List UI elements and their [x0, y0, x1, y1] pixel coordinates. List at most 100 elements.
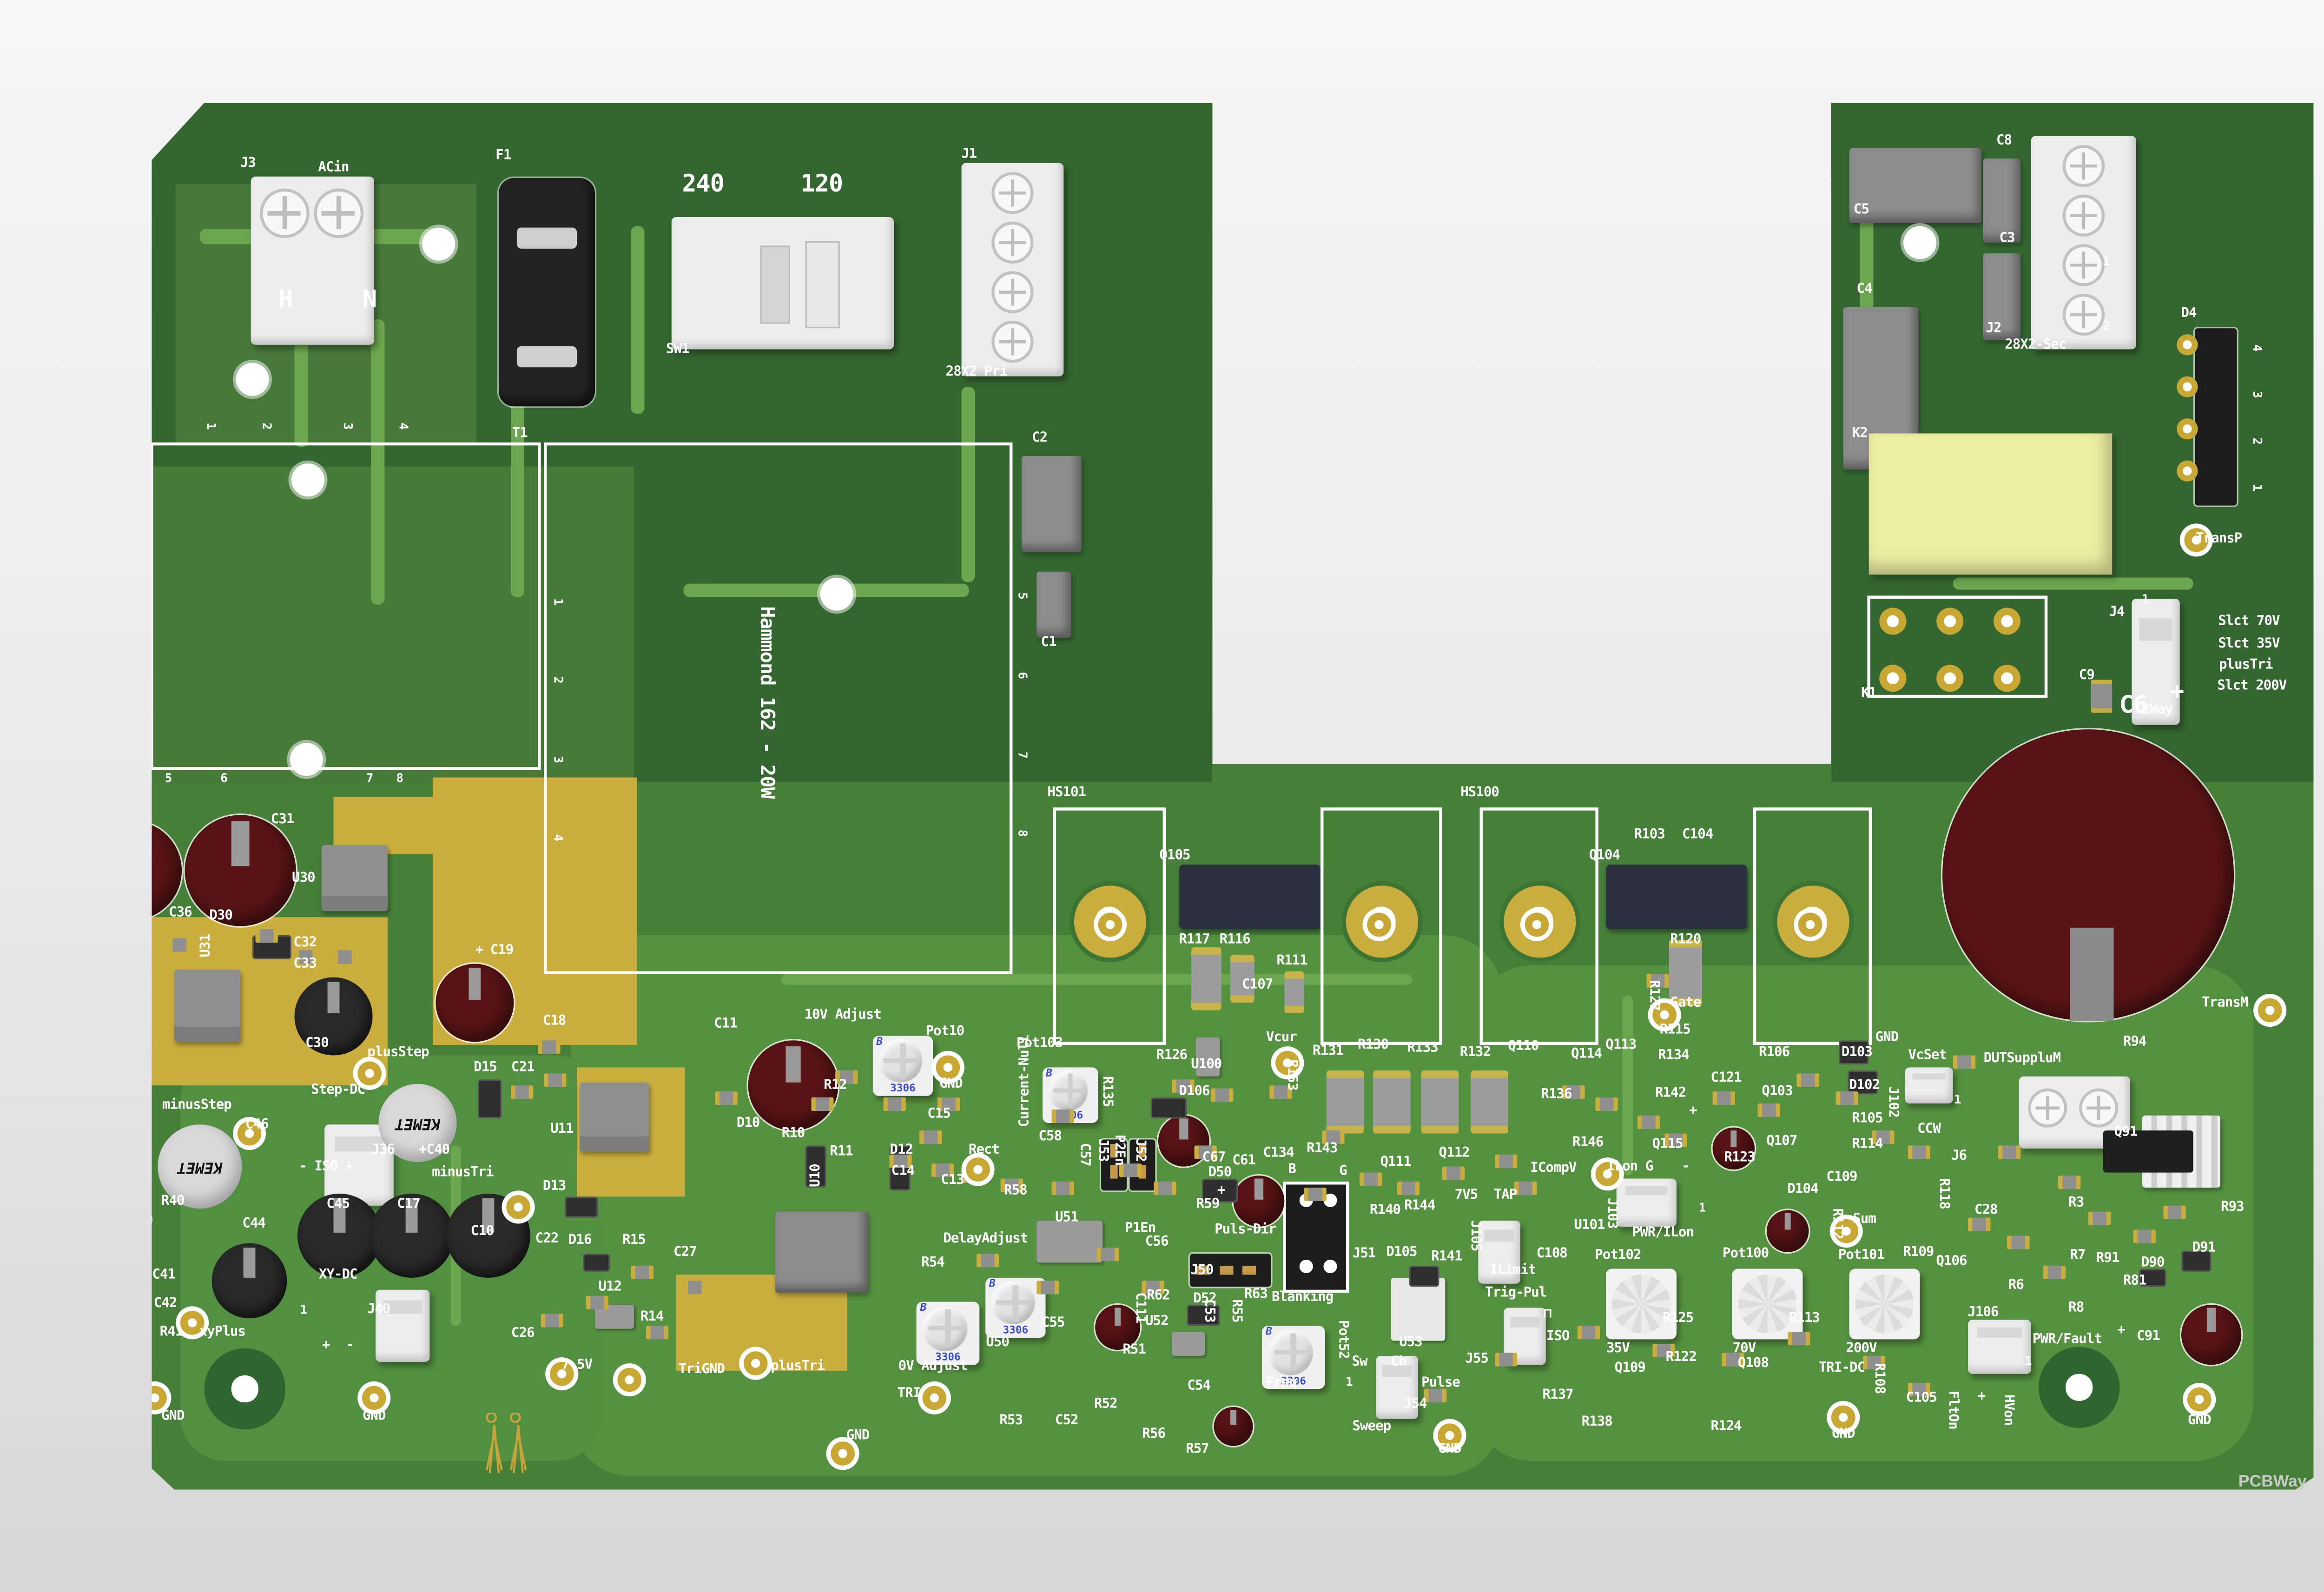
silkscreen-label: HS101 [1047, 785, 1086, 801]
smd-passive [937, 1097, 960, 1111]
smd-passive [2043, 1265, 2066, 1279]
silkscreen-label: R106 [1758, 1045, 1790, 1061]
silkscreen-label: 2 [2250, 437, 2264, 444]
silkscreen-label: Trig-Pul [1485, 1286, 1547, 1301]
silkscreen-label: HS100 [1460, 785, 1499, 801]
silkscreen-label: Q105 [1159, 848, 1190, 864]
silkscreen-label: C5 [1853, 202, 1869, 218]
silkscreen-label: TRI [897, 1386, 921, 1402]
silkscreen-label: R41 [159, 1325, 184, 1340]
silkscreen-label: K1 [1861, 686, 1877, 701]
silkscreen-label: + [1689, 1104, 1697, 1119]
regulator-U31 [174, 969, 241, 1042]
connector-J2 [2031, 135, 2136, 349]
test-point-hole [1798, 912, 1822, 937]
silkscreen-label: Hammond 162 - 20W [755, 606, 778, 799]
silkscreen-label: CCW [1917, 1122, 1941, 1137]
silkscreen-label: 28X2 Pri [945, 364, 1008, 380]
silkscreen-label: 0V Adjust [898, 1359, 968, 1374]
smd-passive [1577, 1325, 1600, 1339]
silkscreen-label: minusStep [162, 1098, 232, 1113]
test-point-hole [2258, 998, 2282, 1022]
smd-passive [2133, 1229, 2156, 1243]
silkscreen-label: C39 [68, 802, 92, 817]
smd-passive [715, 1091, 738, 1105]
trace [510, 394, 524, 597]
silkscreen-label: R134 [1658, 1048, 1689, 1064]
silkscreen-label: Q108 [1737, 1356, 1769, 1372]
silkscreen-label: C57 [1076, 1143, 1092, 1166]
smd-passive [1119, 1163, 1142, 1177]
silkscreen-label: U11 [550, 1122, 574, 1137]
silkscreen-label: J105 [1467, 1220, 1482, 1251]
smd-passive [1908, 1382, 1931, 1396]
silkscreen-label: 4 [2250, 344, 2264, 351]
silkscreen-label: 7 [1015, 751, 1029, 758]
silkscreen-label: D12 [890, 1143, 913, 1158]
ic-U51 [1037, 1220, 1103, 1263]
silkscreen-label: plusTri [771, 1359, 825, 1374]
silkscreen-label: C11 [714, 1017, 738, 1032]
silkscreen-label: + [475, 943, 484, 958]
silkscreen-label: C17 [397, 1197, 421, 1212]
silkscreen-label: R54 [921, 1255, 945, 1271]
silkscreen-label: R3 [2068, 1196, 2084, 1211]
silkscreen-label: J103 [1604, 1197, 1619, 1229]
smd-passive [333, 950, 356, 964]
silkscreen-label: 4 [551, 834, 565, 841]
capacitor-C6 [1941, 727, 2236, 1022]
capacitor-C2 [1021, 456, 1082, 552]
test-point-hole [922, 1386, 947, 1410]
smd-passive [2058, 1175, 2081, 1189]
silkscreen-label: R146 [1572, 1135, 1604, 1151]
test-point-hole [506, 1195, 530, 1219]
silkscreen-label: ILimit [1490, 1263, 1536, 1278]
silkscreen-label: C32 [293, 936, 317, 951]
resistor-R132 [1471, 1070, 1508, 1134]
capacitor-C5 [1849, 147, 1982, 223]
connector-J103 [1616, 1178, 1677, 1227]
silkscreen-label: D90 [2141, 1255, 2165, 1271]
silkscreen-label: GND [1875, 1030, 1899, 1046]
mounting-hole [422, 227, 456, 261]
silkscreen-label: R91 [2096, 1251, 2120, 1267]
silkscreen-label: + [1217, 1183, 1226, 1199]
silkscreen-label: 1 [2103, 254, 2110, 268]
smd-passive [544, 1073, 567, 1087]
silkscreen-label: R8 [2068, 1301, 2084, 1316]
silkscreen-label: Q111 [1380, 1155, 1411, 1170]
silkscreen-label: 28X2-Sec [2005, 337, 2067, 353]
silkscreen-label: C1 [1041, 635, 1056, 650]
silkscreen-label: R6 [2008, 1278, 2024, 1294]
silkscreen-label: C121 [1710, 1070, 1742, 1086]
capacitor-C45 [297, 1193, 382, 1278]
relay-K2 [1868, 433, 2113, 575]
trace [1953, 577, 2193, 590]
silkscreen-label: 5 [1015, 592, 1029, 599]
smd-passive [1757, 1103, 1780, 1117]
silkscreen-label: J52 [1132, 1138, 1147, 1162]
silkscreen-label: Pot100 [1723, 1247, 1769, 1262]
silkscreen-label: J102 [1884, 1086, 1900, 1117]
smd-passive [919, 1130, 942, 1144]
test-point-hole [362, 1386, 386, 1410]
trace [631, 225, 645, 414]
capacitor-C111 [1093, 1303, 1142, 1351]
test-point-hole [357, 1061, 382, 1085]
silkscreen-label: TRI-DC [1818, 1361, 1865, 1376]
capacitor-kemet-2: KEMET [378, 1083, 457, 1162]
silkscreen-label: C3 [1999, 231, 2015, 246]
silkscreen-label: R112 [1829, 1208, 1844, 1239]
silkscreen-label: + [2170, 676, 2184, 705]
smd-passive [1172, 1079, 1195, 1093]
silkscreen-label: GND [939, 1077, 963, 1092]
test-point-hole [549, 1361, 574, 1386]
resistor-R116 [1230, 954, 1254, 1003]
trace [371, 319, 385, 605]
smd-passive [1562, 1085, 1585, 1099]
test-point-hole [1275, 1050, 1300, 1075]
screw-terminal [2028, 1088, 2067, 1128]
smd-passive [1788, 1331, 1810, 1345]
smd-passive [1908, 1145, 1931, 1159]
